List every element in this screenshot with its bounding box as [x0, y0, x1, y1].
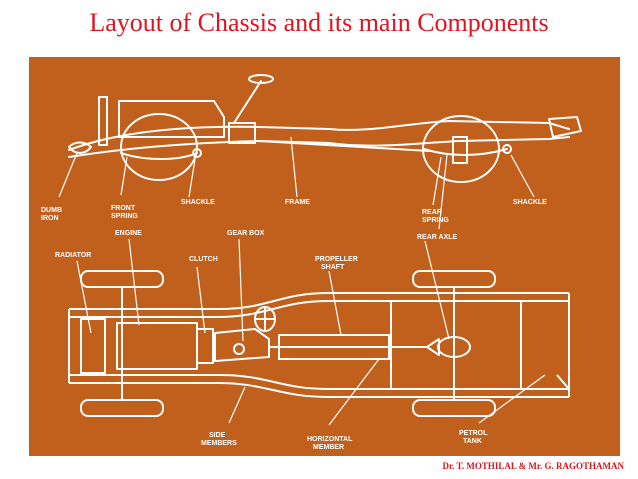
label-frame: FRAME: [285, 199, 310, 206]
rear-shackle: [502, 144, 512, 154]
steering-wheel-side: [248, 74, 274, 84]
rear-spring-side: [423, 148, 508, 156]
label-petrol-tank-2: TANK: [463, 438, 482, 445]
radiator-side: [98, 96, 108, 146]
propeller-shaft-side: [258, 140, 430, 152]
label-clutch: CLUTCH: [189, 256, 218, 263]
label-front-spring-1: FRONT: [111, 205, 136, 212]
side-member-top: [69, 292, 569, 318]
labels: DUMB IRON FRONT SPRING SHACKLE FRAME REA…: [41, 199, 547, 451]
horizontal-member: [278, 334, 390, 360]
engine-side: [118, 100, 225, 138]
label-horizontal-member-2: MEMBER: [313, 444, 344, 451]
label-engine: ENGINE: [115, 230, 142, 237]
differential-housing: [437, 336, 471, 358]
front-shackle: [192, 148, 202, 158]
front-wheel: [120, 113, 198, 181]
side-frame: [68, 120, 570, 158]
dumb-iron-side: [68, 141, 92, 154]
side-view-leaders: [58, 136, 535, 230]
slide-title: Layout of Chassis and its main Component…: [89, 8, 549, 37]
label-dumb-iron-2: IRON: [41, 215, 59, 222]
label-radiator: RADIATOR: [55, 252, 91, 259]
label-gear-box: GEAR BOX: [227, 230, 265, 237]
label-side-members-1: SIDE: [209, 432, 226, 439]
label-side-members-2: MEMBERS: [201, 440, 237, 447]
slide-footer-credit: Dr. T. MOTHILAL & Mr. G. RAGOTHAMAN: [442, 461, 624, 471]
label-horizontal-member-1: HORIZONTAL: [307, 436, 353, 443]
plan-view-leaders: [76, 238, 546, 426]
label-rear-axle: REAR AXLE: [417, 234, 458, 241]
gear-box-side: [228, 122, 256, 144]
label-rear-spring-2: SPRING: [422, 217, 449, 224]
side-view: [68, 74, 582, 183]
label-shackle-rear: SHACKLE: [513, 199, 547, 206]
label-propeller-1: PROPELLER: [315, 256, 358, 263]
label-shackle-front: SHACKLE: [181, 199, 215, 206]
steering-column: [233, 80, 262, 124]
chassis-layout-diagram: DUMB IRON FRONT SPRING SHACKLE FRAME REA…: [29, 57, 620, 456]
rear-bumper-side: [548, 116, 582, 138]
label-rear-spring-1: REAR: [422, 209, 442, 216]
plan-view: [68, 270, 570, 417]
label-petrol-tank-1: PETROL: [459, 430, 488, 437]
radiator-plan: [80, 318, 106, 374]
gear-knob: [233, 343, 245, 355]
petrol-tank-filler: [556, 374, 570, 390]
front-spring-side: [120, 152, 198, 160]
rear-axle-hub: [452, 136, 468, 164]
label-front-spring-2: SPRING: [111, 213, 138, 220]
label-dumb-iron-1: DUMB: [41, 207, 62, 214]
side-member-bottom: [69, 374, 569, 398]
label-propeller-2: SHAFT: [321, 264, 345, 271]
